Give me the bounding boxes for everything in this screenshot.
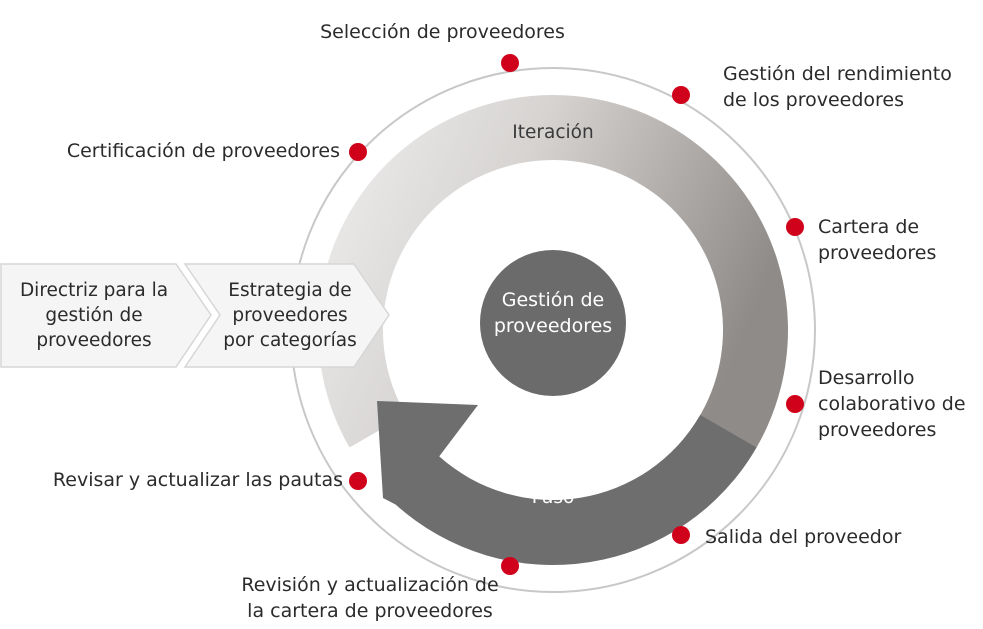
- stage-marker-dot: [349, 472, 367, 490]
- stage-line: Revisión y actualización de: [241, 574, 499, 596]
- process-step-1: Directriz para la gestión de proveedores: [4, 278, 184, 353]
- stage-line: Certificación de proveedores: [66, 140, 340, 162]
- center-label-line: proveedores: [493, 315, 613, 337]
- center-label-line: Gestión de: [501, 289, 605, 311]
- stage-marker-dot: [786, 218, 804, 236]
- process-step-2: Estrategia de proveedores por categorías: [205, 278, 375, 353]
- stage-marker-dot: [349, 143, 367, 161]
- stage-line: Desarrollo: [818, 367, 915, 389]
- stage-cartera: Cartera de proveedores: [818, 214, 936, 266]
- stage-line: de los proveedores: [723, 89, 905, 111]
- process-step-1-shape: [0, 263, 212, 368]
- stage-marker-dot: [501, 54, 519, 72]
- stage-line: Gestión del rendimiento: [723, 63, 952, 85]
- stage-marker-dot: [786, 395, 804, 413]
- process-step-1-line: gestión de: [45, 305, 143, 326]
- stage-seleccion: Selección de proveedores: [300, 19, 585, 45]
- stage-line: Selección de proveedores: [320, 21, 565, 43]
- stage-rendimiento: Gestión del rendimiento de los proveedor…: [723, 61, 952, 113]
- stage-marker-dot: [672, 86, 690, 104]
- stage-line: Salida del proveedor: [705, 526, 902, 548]
- stage-line: Cartera de: [818, 216, 920, 238]
- process-step-2-line: proveedores: [232, 305, 348, 326]
- stage-certificacion: Certificación de proveedores: [20, 138, 340, 164]
- iteration-band: [318, 94, 788, 482]
- stage-line: colaborativo de: [818, 393, 966, 415]
- iteration-label: Iteración: [512, 122, 594, 143]
- process-step-2-line: por categorías: [223, 330, 357, 351]
- stage-line: Revisar y actualizar las pautas: [52, 469, 343, 491]
- center-label: Gestión de proveedores: [478, 287, 628, 339]
- center-circle: [480, 250, 626, 396]
- stage-line: proveedores: [818, 419, 937, 441]
- step-label: Paso: [531, 487, 575, 508]
- process-step-2-shape: [183, 263, 390, 368]
- process-step-1-line: proveedores: [36, 330, 152, 351]
- stage-revisar-pautas: Revisar y actualizar las pautas: [20, 467, 343, 493]
- stage-marker-dot: [501, 557, 519, 575]
- stage-salida: Salida del proveedor: [705, 524, 901, 550]
- process-step-1-line: Directriz para la: [19, 280, 169, 301]
- process-step-2-line: Estrategia de: [228, 280, 352, 301]
- stage-revision: Revisión y actualización de la cartera d…: [225, 572, 515, 624]
- stage-desarrollo: Desarrollo colaborativo de proveedores: [818, 365, 966, 443]
- stage-marker-dot: [672, 526, 690, 544]
- stage-line: la cartera de proveedores: [247, 600, 493, 622]
- step-arrow: [377, 401, 757, 565]
- stage-line: proveedores: [818, 242, 937, 264]
